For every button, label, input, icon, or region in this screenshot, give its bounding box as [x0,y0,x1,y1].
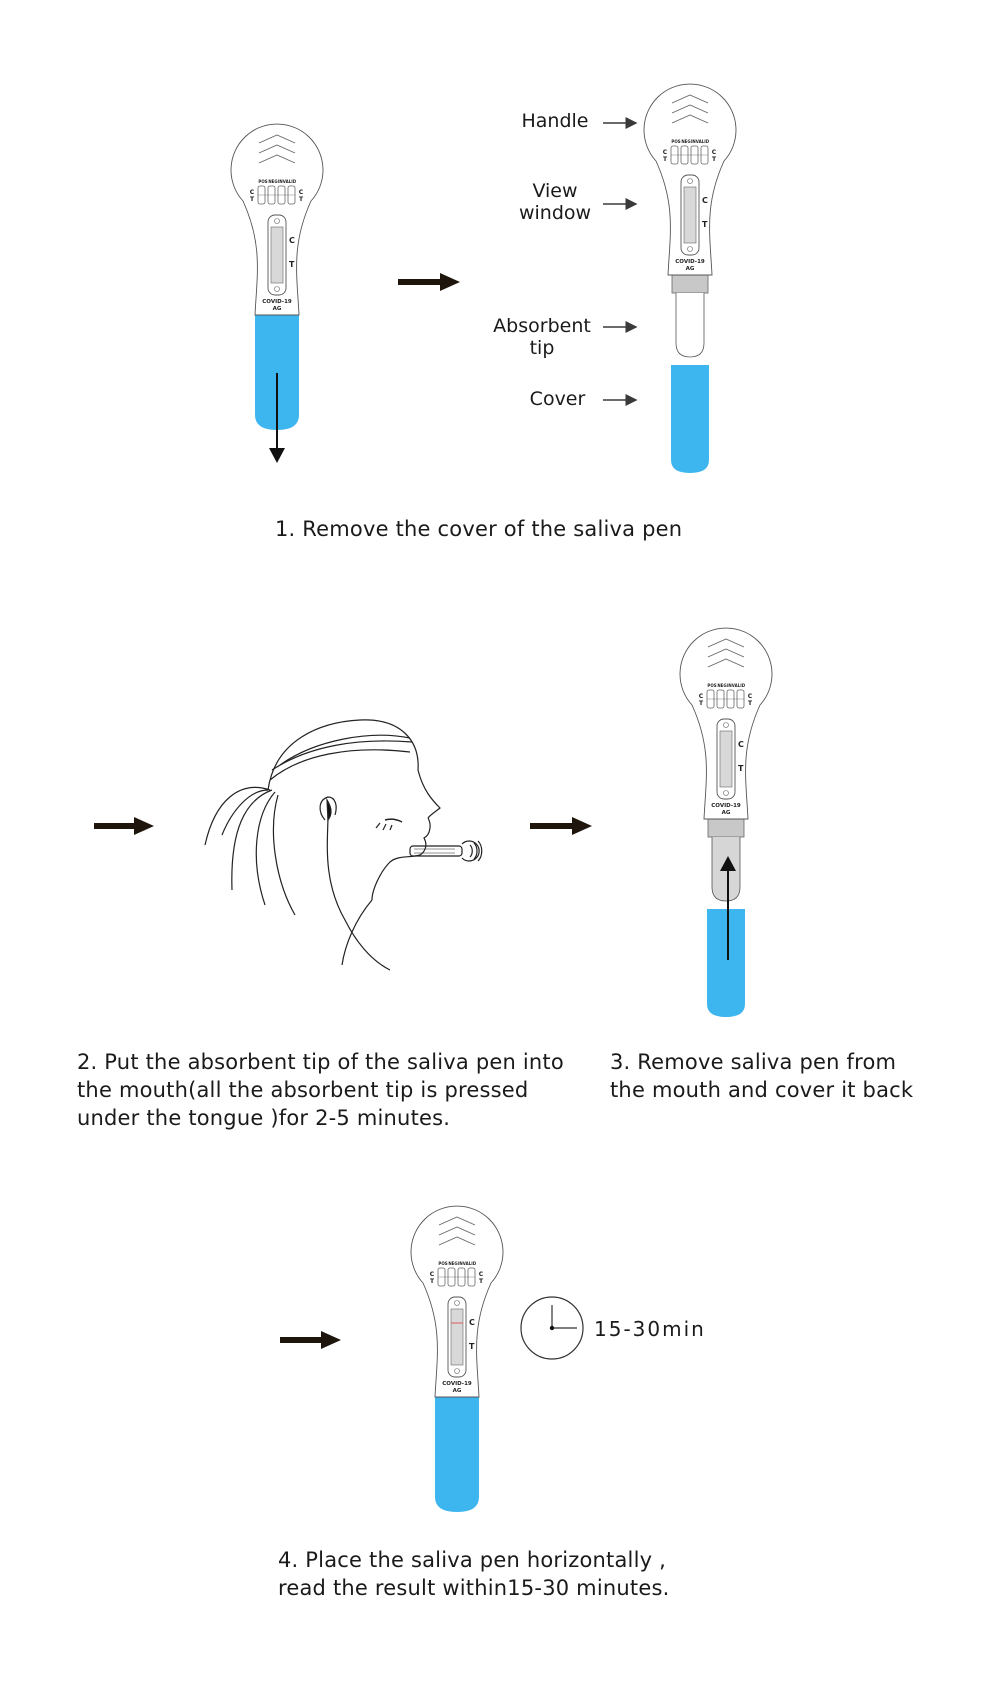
absorbent-tip [675,293,705,358]
next-arrow [94,817,154,835]
window-t-label: T [702,220,708,229]
saliva-pen: POS NEG INVALID C T C T C T COVID-19 AG [230,123,324,430]
invalid-label: INVALID [727,683,746,688]
window-c-label: C [738,740,744,749]
t-label: T [699,700,704,707]
pen-collar [671,274,709,294]
brand-label: COVID-19 [675,259,705,265]
window-c-label: C [289,236,295,245]
label-line: View [532,180,578,202]
chevron-icon [438,1216,476,1246]
c-label: C [712,149,717,156]
window-c-label: C [469,1318,475,1327]
caption-line: 2. Put the absorbent tip of the saliva p… [77,1050,564,1074]
label-line: tip [529,337,555,359]
c-label: C [430,1271,435,1278]
c-label: C [663,149,668,156]
caption-line: under the tongue )for 2-5 minutes. [77,1106,451,1130]
step1-caption: 1. Remove the cover of the saliva pen [275,517,683,541]
control-windows [257,185,296,205]
chevron-icon [707,638,745,668]
saliva-pen: POS NEG INVALID C T C T C T COVID-19 AG [679,627,773,1017]
brand-label: COVID-19 [711,803,741,809]
control-windows [670,145,709,165]
saliva-pen: POS NEG INVALID C T C T C T COVID-19 AG [643,83,737,473]
control-windows [437,1267,476,1287]
c-label: C [479,1271,484,1278]
next-arrow [530,817,592,835]
label-line: window [518,202,592,224]
brand-label: AG [722,810,731,816]
invalid-label: INVALID [458,1261,477,1266]
window-t-label: T [738,764,744,773]
caption-line: the mouth(all the absorbent tip is press… [77,1078,529,1102]
result-strip [450,1308,464,1366]
pos-label: POS [671,139,680,144]
next-arrow [280,1331,341,1349]
neg-label: NEG [717,683,726,688]
window-c-label: C [702,196,708,205]
pen-collar [707,818,745,838]
invalid-label: INVALID [691,139,710,144]
t-label: T [430,1278,435,1285]
c-label: C [299,189,304,196]
chevron-icon [671,94,709,124]
invalid-label: INVALID [278,179,297,184]
brand-label: AG [273,306,282,312]
result-strip [683,186,697,244]
pos-label: POS [258,179,267,184]
result-strip [270,226,284,284]
label-absorbent-tip: Absorbent tip [487,315,597,359]
pen-cover [255,315,299,430]
c-label: C [748,693,753,700]
result-strip [719,730,733,788]
next-arrow [398,273,460,291]
saliva-pen: POS NEG INVALID C T C T C T COVID-19 AG [410,1205,504,1512]
window-t-label: T [469,1342,475,1351]
brand-label: COVID-19 [442,1381,472,1387]
clock-icon [520,1296,584,1360]
t-label: T [663,156,668,163]
caption-line: 4. Place the saliva pen horizontally , [278,1548,666,1572]
label-line: Absorbent [493,315,591,337]
step4-caption: 4. Place the saliva pen horizontally , r… [278,1546,669,1602]
pos-label: POS [438,1261,447,1266]
brand-label: AG [453,1388,462,1394]
pen-cover [435,1397,479,1512]
caption-line: read the result within15-30 minutes. [278,1576,670,1600]
woman-illustration [204,719,483,971]
t-label: T [748,700,753,707]
label-handle: Handle [521,110,589,132]
brand-label: AG [686,266,695,272]
t-label: T [479,1278,484,1285]
control-windows [706,689,745,709]
cover-push-arrow [720,856,736,960]
t-label: T [299,196,304,203]
neg-label: NEG [681,139,690,144]
window-t-label: T [289,260,295,269]
label-cover: Cover [529,388,586,410]
timer-label: 15-30min [594,1317,706,1341]
brand-label: COVID-19 [262,299,292,305]
step2-caption: 2. Put the absorbent tip of the saliva p… [77,1048,564,1132]
caption-line: the mouth and cover it back [610,1078,914,1102]
chevron-icon [258,134,296,164]
cover-pull-arrow [269,373,285,463]
caption-line: 3. Remove saliva pen from [610,1050,897,1074]
neg-label: NEG [268,179,277,184]
neg-label: NEG [448,1261,457,1266]
pos-label: POS [707,683,716,688]
pen-cover [707,909,745,1017]
label-view-window: View window [505,180,605,224]
t-label: T [250,196,255,203]
pen-cover [671,365,709,473]
t-label: T [712,156,717,163]
c-label: C [250,189,255,196]
c-label: C [699,693,704,700]
step3-caption: 3. Remove saliva pen from the mouth and … [610,1048,913,1104]
